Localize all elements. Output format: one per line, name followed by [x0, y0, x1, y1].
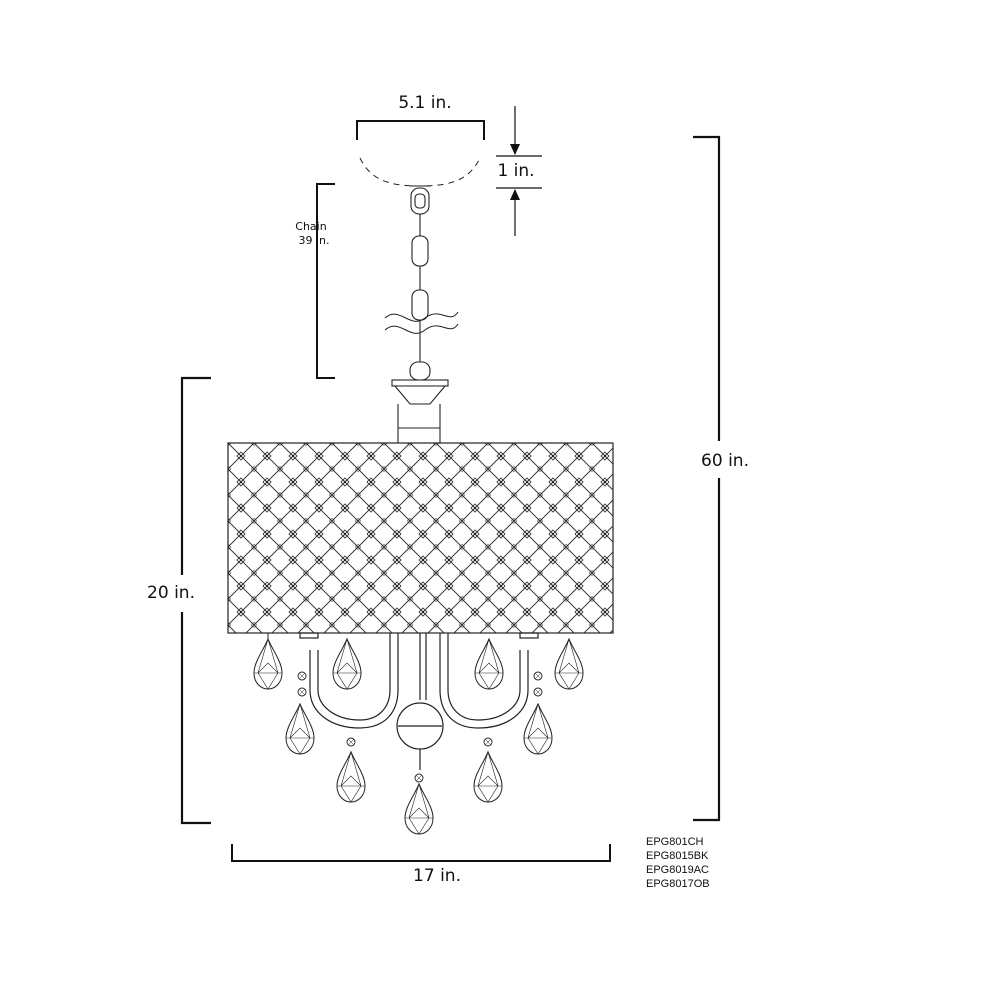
canopy-width-dimension [356, 120, 485, 140]
crystal-drops [253, 633, 584, 835]
fixture-height-label: 20 in. [147, 583, 195, 603]
model-number: EPG8017OB [646, 878, 710, 890]
candle-arms [299, 632, 539, 729]
canopy [359, 157, 481, 187]
chain-break-mark [384, 311, 459, 334]
fixture-width-dimension [231, 844, 611, 862]
fixture-width-label: 17 in. [413, 866, 461, 886]
overall-height-bracket [693, 135, 721, 822]
chain [409, 187, 431, 381]
overall-height-label: 60 in. [701, 451, 749, 471]
canopy-width-label: 5.1 in. [398, 93, 451, 113]
chain-length-bracket [316, 183, 335, 379]
crystal-shade [227, 442, 614, 634]
model-number: EPG8015BK [646, 850, 709, 862]
arrow-down-icon [510, 144, 520, 155]
fixture-cap [391, 379, 449, 443]
center-ball [396, 702, 444, 770]
model-numbers: EPG801CH EPG8015BK EPG8019AC EPG8017OB [646, 836, 710, 890]
fixture-height-bracket [180, 376, 211, 825]
arrow-up-icon [510, 189, 520, 200]
chain-label: Chain [295, 220, 326, 233]
model-number: EPG801CH [646, 836, 704, 848]
chain-length-label: 39 in. [298, 234, 329, 247]
canopy-height-label: 1 in. [497, 161, 534, 181]
model-number: EPG8019AC [646, 864, 709, 876]
